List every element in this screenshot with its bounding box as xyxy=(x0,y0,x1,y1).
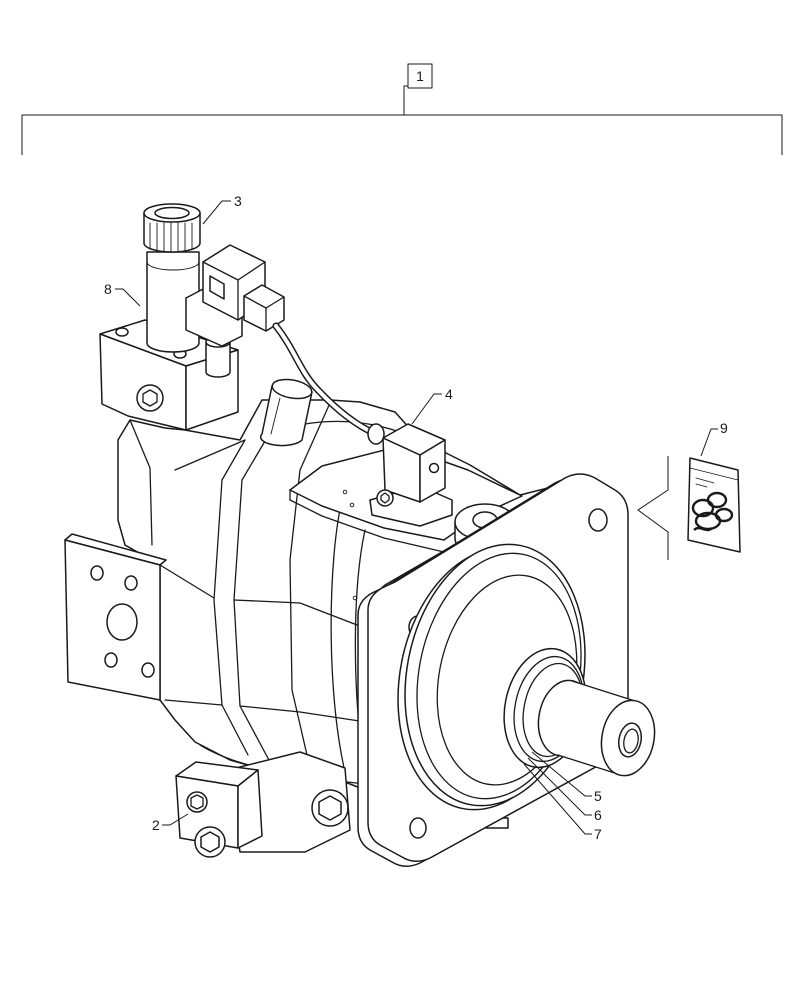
sensor-bolt xyxy=(376,489,394,507)
callout-4-leader xyxy=(411,393,442,425)
callout-7-leader xyxy=(523,763,592,835)
rear-mounting-plate xyxy=(64,533,167,701)
solenoid-connector xyxy=(185,244,285,347)
callout-1-leader xyxy=(403,85,408,115)
knob-knurling xyxy=(149,222,193,253)
seal-kit-bag xyxy=(687,457,741,553)
callout-1-label: 1 xyxy=(416,68,424,84)
callout-1-box xyxy=(407,63,433,89)
port-block xyxy=(175,751,351,858)
mounting-hole xyxy=(124,575,138,591)
solenoid-valve xyxy=(143,203,201,353)
block-plug xyxy=(136,384,164,412)
speed-sensor xyxy=(367,423,453,527)
assembly-bracket: 1 xyxy=(21,63,783,155)
o-ring xyxy=(691,498,715,518)
callout-8-label: 8 xyxy=(104,281,112,297)
o-ring xyxy=(714,507,734,523)
callout-6-label: 6 xyxy=(594,807,602,823)
block-screw xyxy=(115,327,129,337)
flange-hole xyxy=(409,817,427,839)
block-stub xyxy=(205,341,231,378)
o-ring xyxy=(706,491,728,509)
callout-9-leader xyxy=(700,428,718,457)
callout-6-leader xyxy=(527,757,592,816)
valve-knob xyxy=(143,212,201,253)
mounting-hole xyxy=(104,652,118,668)
callout-2-label: 2 xyxy=(152,817,160,833)
hydraulic-motor xyxy=(64,203,656,867)
flange-hole xyxy=(588,508,608,532)
mounting-hole xyxy=(90,565,104,581)
sensor-cable xyxy=(272,322,380,438)
seal-kit xyxy=(637,456,741,560)
callout-8-leader xyxy=(115,288,141,307)
callout-4-label: 4 xyxy=(445,386,453,402)
callout-9-bracket xyxy=(637,456,669,560)
callout-5-leader xyxy=(531,751,592,797)
mounting-hole xyxy=(141,662,155,678)
callout-2-leader xyxy=(162,813,189,826)
callout-5-label: 5 xyxy=(594,788,602,804)
callout-3-label: 3 xyxy=(234,193,242,209)
drive-shaft xyxy=(537,679,656,777)
callout-3-leader xyxy=(202,200,231,225)
drain-bolt xyxy=(200,831,220,853)
callout-9-label: 9 xyxy=(720,420,728,436)
pipe-stub xyxy=(259,378,313,447)
assembly-bracket-line xyxy=(21,114,783,155)
callouts: 2 3 4 5 6 7 8 9 xyxy=(104,193,728,842)
port-bolt xyxy=(318,795,342,821)
callout-7-label: 7 xyxy=(594,826,602,842)
center-bore xyxy=(106,603,138,641)
